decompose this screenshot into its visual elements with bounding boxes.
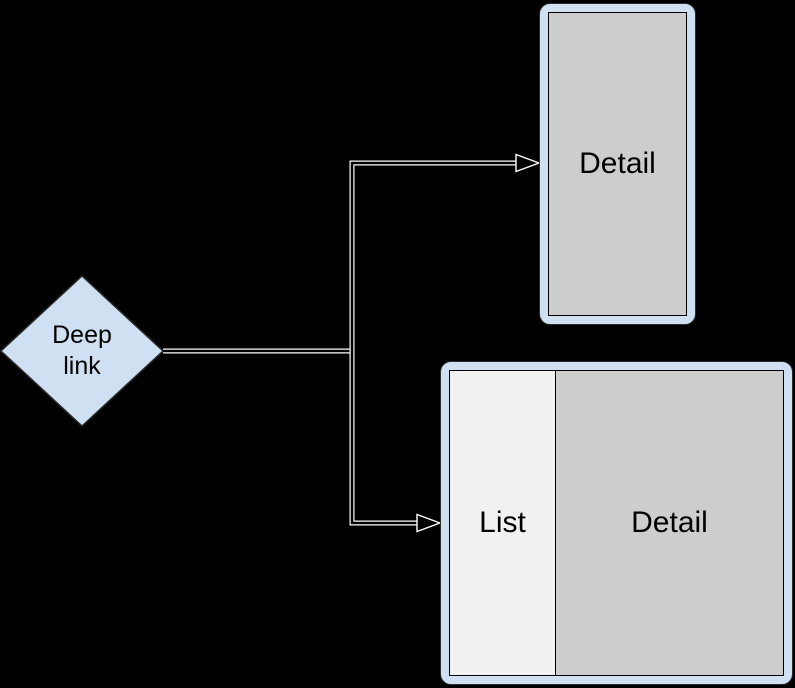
tablet-list-label: List <box>479 506 526 539</box>
tablet-list-pane: List <box>450 371 556 675</box>
deep-link-node-label: Deep link <box>1 320 163 382</box>
arrowhead-to-tablet-icon <box>416 513 443 533</box>
tablet-frame: List Detail <box>440 361 793 685</box>
tablet-detail-pane: Detail <box>556 371 783 675</box>
connector-branch-core <box>350 161 517 525</box>
arrowhead-to-phone-icon <box>515 153 542 173</box>
deep-link-label-line1: Deep <box>52 321 112 349</box>
phone-screen: Detail <box>548 12 687 316</box>
deep-link-label-line2: link <box>63 352 101 380</box>
phone-detail-pane: Detail <box>549 13 686 315</box>
phone-detail-label: Detail <box>579 147 656 180</box>
phone-frame: Detail <box>539 3 696 325</box>
tablet-detail-label: Detail <box>631 506 708 539</box>
tablet-screen: List Detail <box>449 370 784 676</box>
